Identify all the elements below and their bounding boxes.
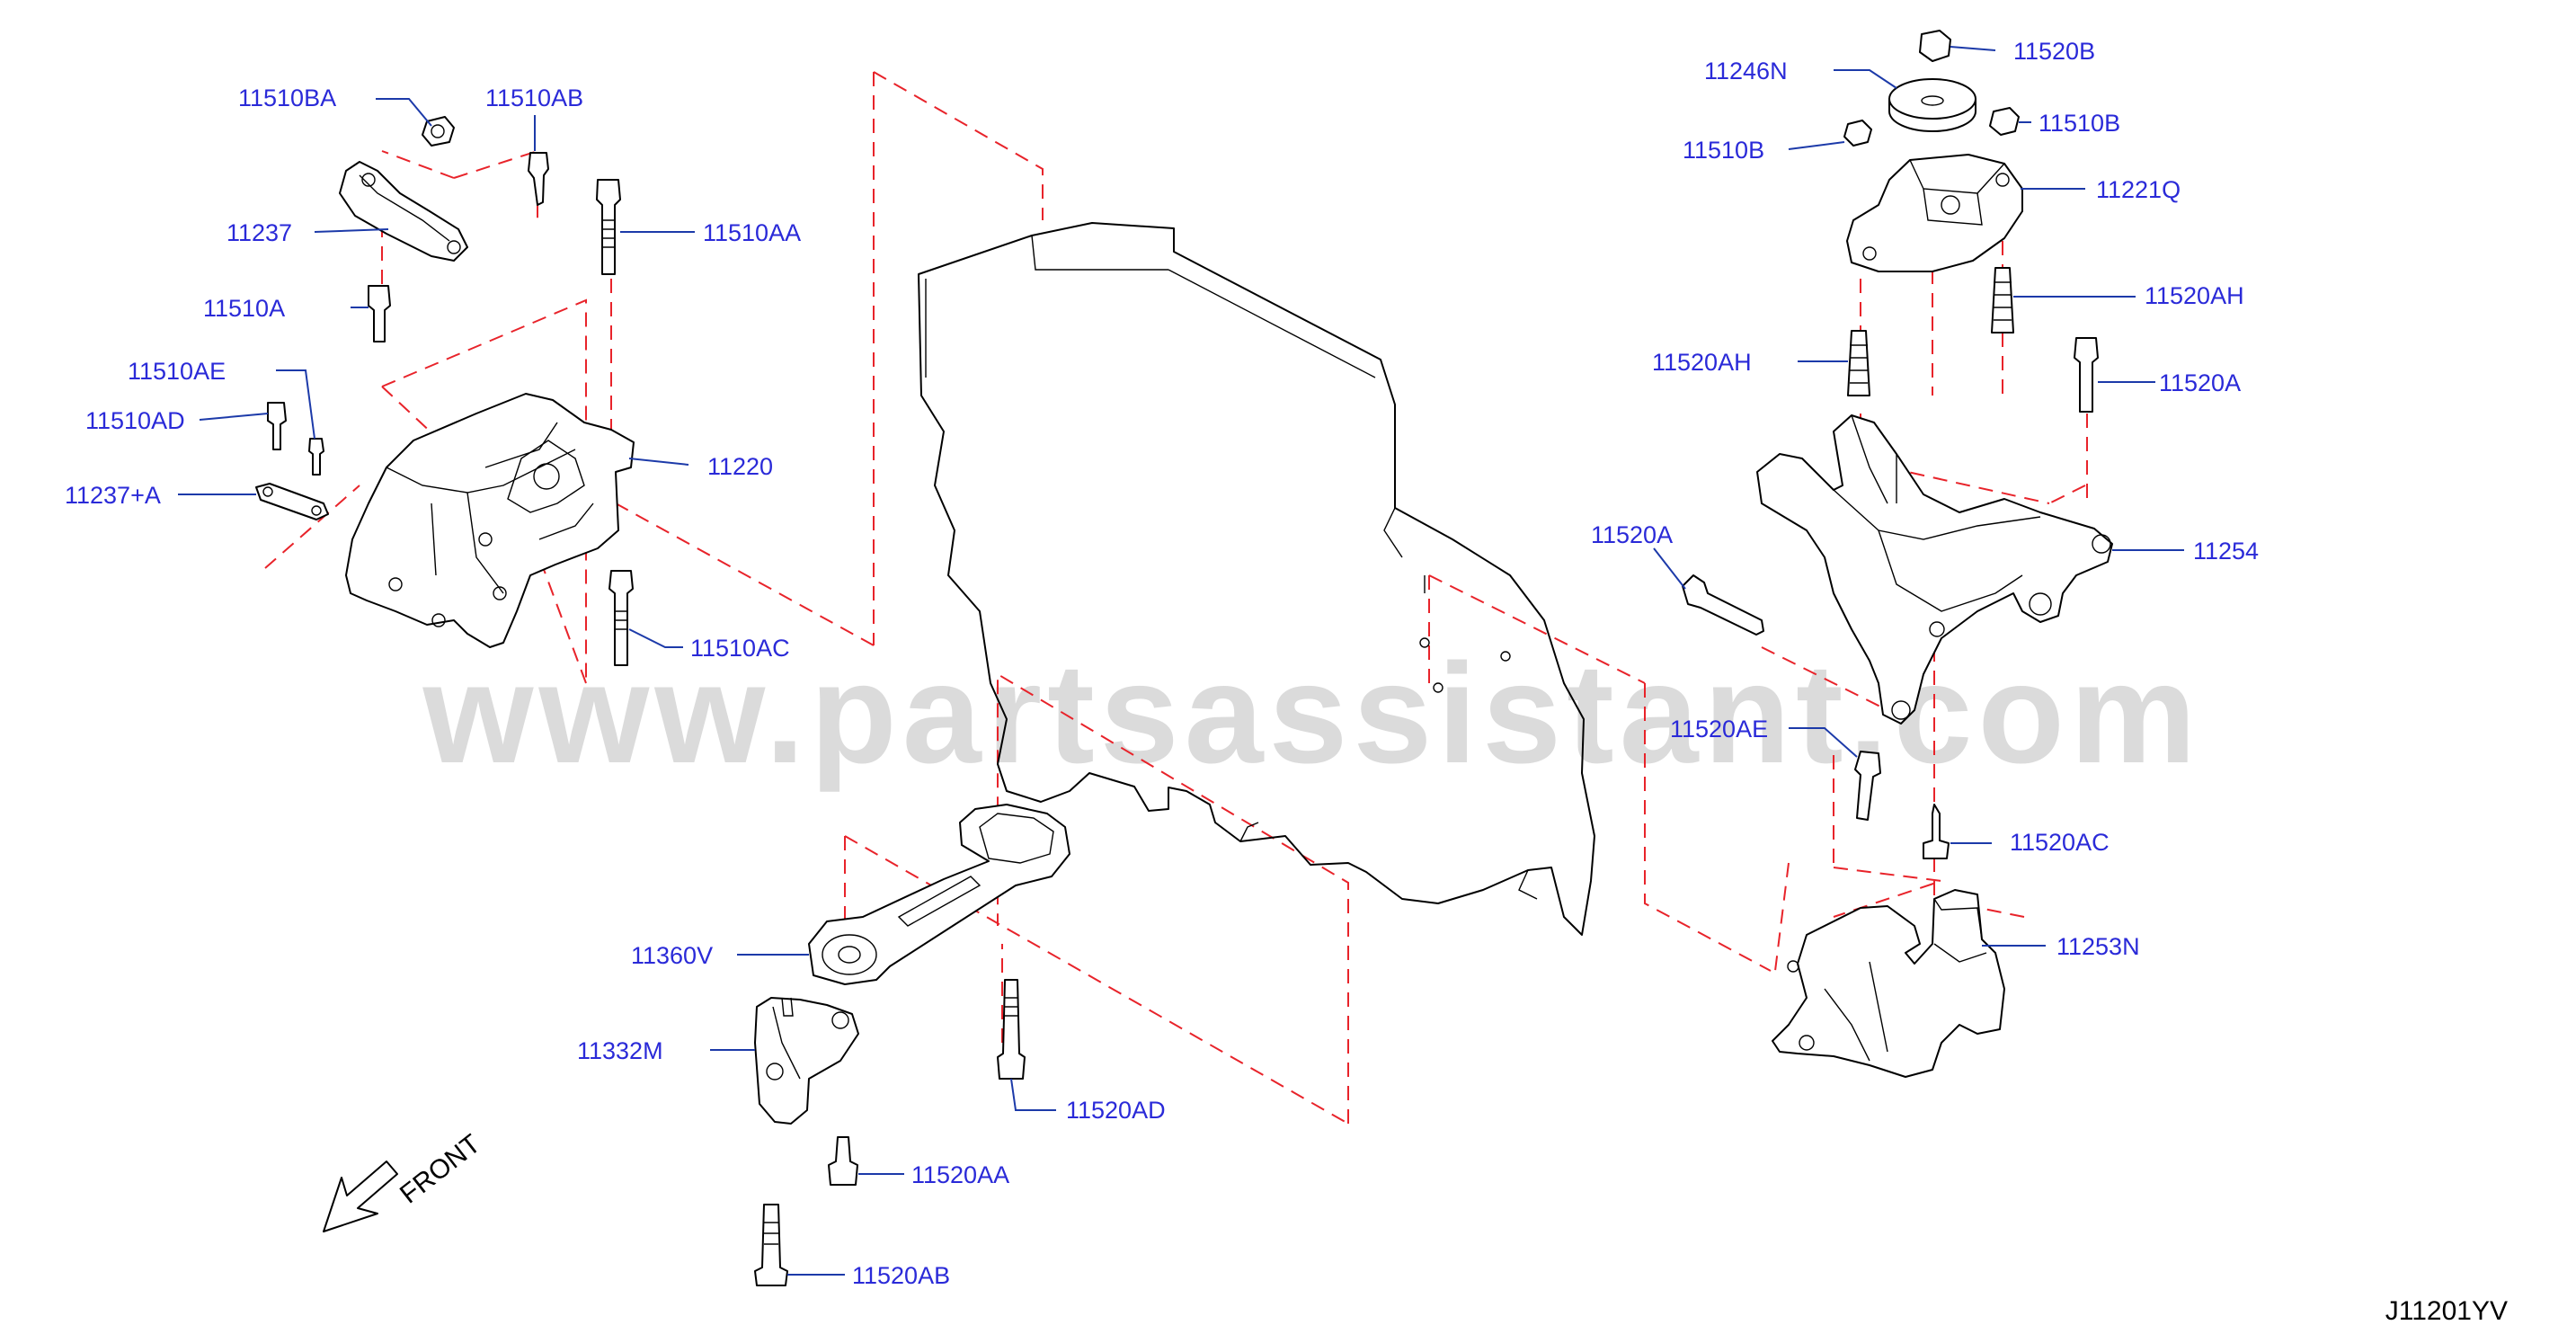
washer-11246N bbox=[1888, 78, 1976, 120]
callout-11510AD[interactable]: 11510AD bbox=[85, 407, 185, 434]
front-label: FRONT bbox=[395, 1129, 486, 1210]
leader-lines bbox=[178, 46, 2184, 1276]
alignment-lines bbox=[264, 71, 2088, 1125]
mount-11220 bbox=[345, 393, 635, 648]
front-indicator: FRONT bbox=[323, 1129, 486, 1232]
mount-11253N bbox=[1772, 889, 2005, 1078]
diagram-code: J11201YV bbox=[2385, 1296, 2508, 1326]
bolt-11520AD bbox=[997, 979, 1026, 1080]
bolt-11520A-left bbox=[1682, 574, 1764, 636]
stud-11520AH-right bbox=[1991, 267, 2014, 334]
bracket-11254 bbox=[1756, 414, 2113, 725]
callout-11510AC[interactable]: 11510AC bbox=[690, 635, 790, 662]
bolt-11510AC bbox=[608, 570, 634, 666]
callout-11520AB[interactable]: 11520AB bbox=[852, 1262, 950, 1289]
callout-11510AE[interactable]: 11510AE bbox=[128, 358, 226, 385]
callout-11520AD[interactable]: 11520AD bbox=[1066, 1097, 1166, 1124]
plate-11237A bbox=[255, 483, 329, 520]
bolt-11510AD bbox=[267, 402, 287, 450]
callout-11520B[interactable]: 11520B bbox=[2013, 38, 2095, 65]
nut-11510B-right bbox=[1989, 107, 2020, 136]
callout-11520A-left[interactable]: 11520A bbox=[1591, 521, 1673, 548]
callout-11510B-right[interactable]: 11510B bbox=[2039, 110, 2120, 137]
left-mount-group bbox=[255, 116, 635, 666]
callout-11520AE[interactable]: 11520AE bbox=[1670, 716, 1768, 743]
bolt-11520A-right bbox=[2074, 337, 2099, 413]
bracket-11237 bbox=[339, 161, 468, 262]
bracket-11332M bbox=[754, 997, 859, 1125]
callout-11510BA[interactable]: 11510BA bbox=[238, 84, 336, 111]
bolt-11520AA bbox=[828, 1136, 858, 1186]
stud-11520AC bbox=[1923, 804, 1950, 859]
callout-11220[interactable]: 11220 bbox=[707, 453, 773, 480]
bolt-11510A bbox=[368, 285, 391, 342]
stud-11520AH-left bbox=[1847, 330, 1870, 396]
nut-11510B-left bbox=[1843, 120, 1872, 147]
bolt-11510AB bbox=[528, 152, 549, 206]
bolt-11510AA bbox=[596, 179, 621, 275]
callout-11510AB[interactable]: 11510AB bbox=[485, 84, 583, 111]
callout-11237A[interactable]: 11237+A bbox=[65, 482, 161, 509]
right-mount-group bbox=[1682, 30, 2113, 1078]
callout-11246N[interactable]: 11246N bbox=[1704, 58, 1788, 84]
nut-11520B bbox=[1919, 30, 1951, 62]
callout-11520AH-right[interactable]: 11520AH bbox=[2145, 282, 2244, 309]
callout-11253N[interactable]: 11253N bbox=[2056, 933, 2140, 960]
callout-11520AA[interactable]: 11520AA bbox=[911, 1161, 1009, 1188]
callout-11510A[interactable]: 11510A bbox=[203, 295, 285, 322]
engine-assembly bbox=[918, 222, 1595, 936]
stud-11510AE bbox=[308, 438, 324, 476]
callout-11254[interactable]: 11254 bbox=[2193, 538, 2259, 565]
callout-11332M[interactable]: 11332M bbox=[577, 1037, 663, 1064]
callout-11360V[interactable]: 11360V bbox=[631, 942, 713, 969]
callout-11510B-left[interactable]: 11510B bbox=[1683, 137, 1764, 164]
bolt-11520AE bbox=[1854, 751, 1881, 821]
callout-11221Q[interactable]: 11221Q bbox=[2096, 176, 2181, 203]
callout-11520AH-left[interactable]: 11520AH bbox=[1652, 349, 1752, 376]
callout-labels: 11510BA 11510AB 11237 11510AA 11510A 115… bbox=[65, 38, 2259, 1289]
front-arrow-icon bbox=[323, 1161, 398, 1232]
callout-11237[interactable]: 11237 bbox=[227, 219, 292, 246]
callout-11510AA[interactable]: 11510AA bbox=[703, 219, 801, 246]
callout-11520A-right[interactable]: 11520A bbox=[2159, 369, 2241, 396]
bolt-11520AB bbox=[754, 1204, 788, 1286]
callout-11520AC[interactable]: 11520AC bbox=[2010, 829, 2110, 856]
torque-rod-group bbox=[754, 804, 1070, 1286]
